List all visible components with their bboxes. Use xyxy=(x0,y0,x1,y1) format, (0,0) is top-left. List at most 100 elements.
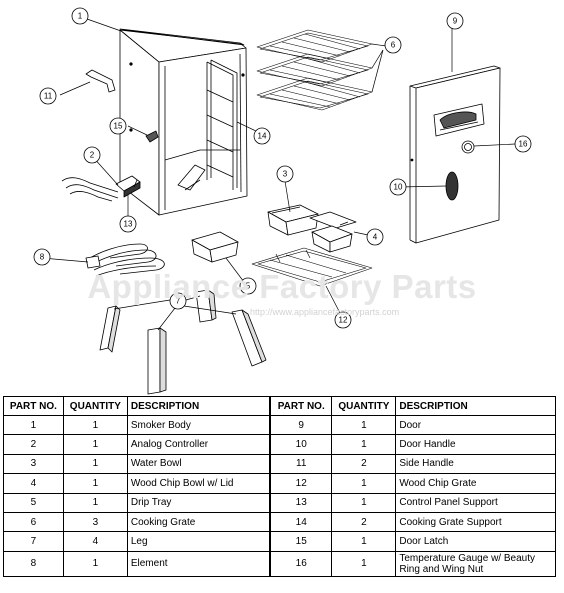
quantity-cell: 1 xyxy=(62,492,128,513)
svg-text:6: 6 xyxy=(391,41,396,50)
table-row: 7 4 Leg 15 1 Door Latch xyxy=(3,531,556,552)
parts-table: PART NO. QUANTITY DESCRIPTION PART NO. Q… xyxy=(3,396,556,577)
callout-9: 9 xyxy=(446,12,464,30)
quantity-cell: 1 xyxy=(62,550,128,577)
parts-table-header: PART NO. QUANTITY DESCRIPTION PART NO. Q… xyxy=(3,396,556,416)
quantity-cell: 2 xyxy=(331,453,397,475)
svg-text:8: 8 xyxy=(40,253,45,262)
description-cell: Side Handle xyxy=(395,453,556,475)
legs-drawing xyxy=(99,289,267,395)
quantity-cell: 1 xyxy=(331,492,397,513)
smoker-body-drawing xyxy=(119,28,248,216)
header-quantity: QUANTITY xyxy=(331,396,397,416)
table-row: 3 1 Water Bowl 11 2 Side Handle xyxy=(3,453,556,475)
svg-text:12: 12 xyxy=(339,316,348,325)
quantity-cell: 3 xyxy=(62,511,128,533)
svg-text:7: 7 xyxy=(176,297,181,306)
svg-text:9: 9 xyxy=(453,17,458,26)
wood-chip-grate-drawing xyxy=(251,247,373,287)
description-cell: Drip Tray xyxy=(126,492,271,513)
door-drawing xyxy=(409,65,501,244)
callout-14: 14 xyxy=(253,127,271,145)
callout-8: 8 xyxy=(33,248,51,266)
callout-1: 1 xyxy=(71,7,89,25)
callout-4: 4 xyxy=(366,228,384,246)
table-row: 5 1 Drip Tray 13 1 Control Panel Support xyxy=(3,492,556,513)
svg-text:15: 15 xyxy=(114,122,123,131)
description-cell: Door xyxy=(395,414,556,436)
callout-10: 10 xyxy=(389,178,407,196)
callout-2: 2 xyxy=(83,146,101,164)
table-row: 8 1 Element 16 1 Temperature Gauge w/ Be… xyxy=(3,550,556,577)
callout-6: 6 xyxy=(384,36,402,54)
callout-15: 15 xyxy=(109,117,127,135)
description-cell: Water Bowl xyxy=(126,453,271,475)
wood-chip-bowl-drawing xyxy=(309,211,357,253)
description-cell: Leg xyxy=(126,531,271,552)
part-no-cell: 3 xyxy=(3,453,64,475)
part-no-cell: 13 xyxy=(269,492,333,513)
quantity-cell: 1 xyxy=(62,473,128,494)
part-no-cell: 8 xyxy=(3,550,64,577)
header-quantity: QUANTITY xyxy=(62,396,128,416)
side-handle-drawing xyxy=(85,69,116,93)
svg-text:3: 3 xyxy=(283,170,288,179)
svg-text:4: 4 xyxy=(373,233,378,242)
callout-5: 5 xyxy=(239,277,257,295)
callout-13: 13 xyxy=(119,215,137,233)
part-no-cell: 14 xyxy=(269,511,333,533)
description-cell: Cooking Grate xyxy=(126,511,271,533)
svg-text:11: 11 xyxy=(44,92,53,101)
quantity-cell: 1 xyxy=(331,434,397,455)
description-cell: Smoker Body xyxy=(126,414,271,436)
part-no-cell: 2 xyxy=(3,434,64,455)
description-cell: Door Latch xyxy=(395,531,556,552)
header-part-no: PART NO. xyxy=(269,396,333,416)
exploded-parts-diagram: 1 2 3 4 5 6 7 8 9 10 11 12 13 14 15 16 xyxy=(33,7,532,395)
description-cell: Analog Controller xyxy=(126,434,271,455)
quantity-cell: 1 xyxy=(62,453,128,475)
header-description: DESCRIPTION xyxy=(395,396,556,416)
part-no-cell: 10 xyxy=(269,434,333,455)
svg-text:10: 10 xyxy=(394,183,403,192)
description-cell: Cooking Grate Support xyxy=(395,511,556,533)
part-no-cell: 5 xyxy=(3,492,64,513)
header-description: DESCRIPTION xyxy=(126,396,271,416)
analog-controller-drawing xyxy=(61,175,141,202)
description-cell: Element xyxy=(126,550,271,577)
quantity-cell: 1 xyxy=(331,531,397,552)
quantity-cell: 1 xyxy=(331,414,397,436)
part-no-cell: 15 xyxy=(269,531,333,552)
table-row: 2 1 Analog Controller 10 1 Door Handle xyxy=(3,434,556,455)
table-row: 6 3 Cooking Grate 14 2 Cooking Grate Sup… xyxy=(3,511,556,533)
svg-text:13: 13 xyxy=(124,220,133,229)
part-no-cell: 11 xyxy=(269,453,333,475)
table-row: 4 1 Wood Chip Bowl w/ Lid 12 1 Wood Chip… xyxy=(3,473,556,494)
table-row: 1 1 Smoker Body 9 1 Door xyxy=(3,414,556,436)
quantity-cell: 1 xyxy=(62,414,128,436)
svg-text:16: 16 xyxy=(519,140,528,149)
drip-tray-drawing xyxy=(191,231,239,263)
part-no-cell: 6 xyxy=(3,511,64,533)
part-no-cell: 4 xyxy=(3,473,64,494)
svg-text:1: 1 xyxy=(78,12,83,21)
quantity-cell: 1 xyxy=(331,550,397,577)
quantity-cell: 1 xyxy=(62,434,128,455)
element-drawing xyxy=(85,243,165,277)
description-cell: Wood Chip Bowl w/ Lid xyxy=(126,473,271,494)
part-no-cell: 12 xyxy=(269,473,333,494)
callout-3: 3 xyxy=(276,165,294,183)
callout-12: 12 xyxy=(334,311,352,329)
svg-text:2: 2 xyxy=(90,151,95,160)
callout-7: 7 xyxy=(169,292,187,310)
quantity-cell: 4 xyxy=(62,531,128,552)
part-no-cell: 16 xyxy=(269,550,333,577)
part-no-cell: 1 xyxy=(3,414,64,436)
water-bowl-drawing xyxy=(267,204,319,236)
quantity-cell: 1 xyxy=(331,473,397,494)
grate-support-drawing xyxy=(206,59,238,190)
description-cell: Temperature Gauge w/ Beauty Ring and Win… xyxy=(395,550,556,577)
description-cell: Wood Chip Grate xyxy=(395,473,556,494)
door-latch-drawing xyxy=(145,130,159,143)
callout-11: 11 xyxy=(39,87,57,105)
